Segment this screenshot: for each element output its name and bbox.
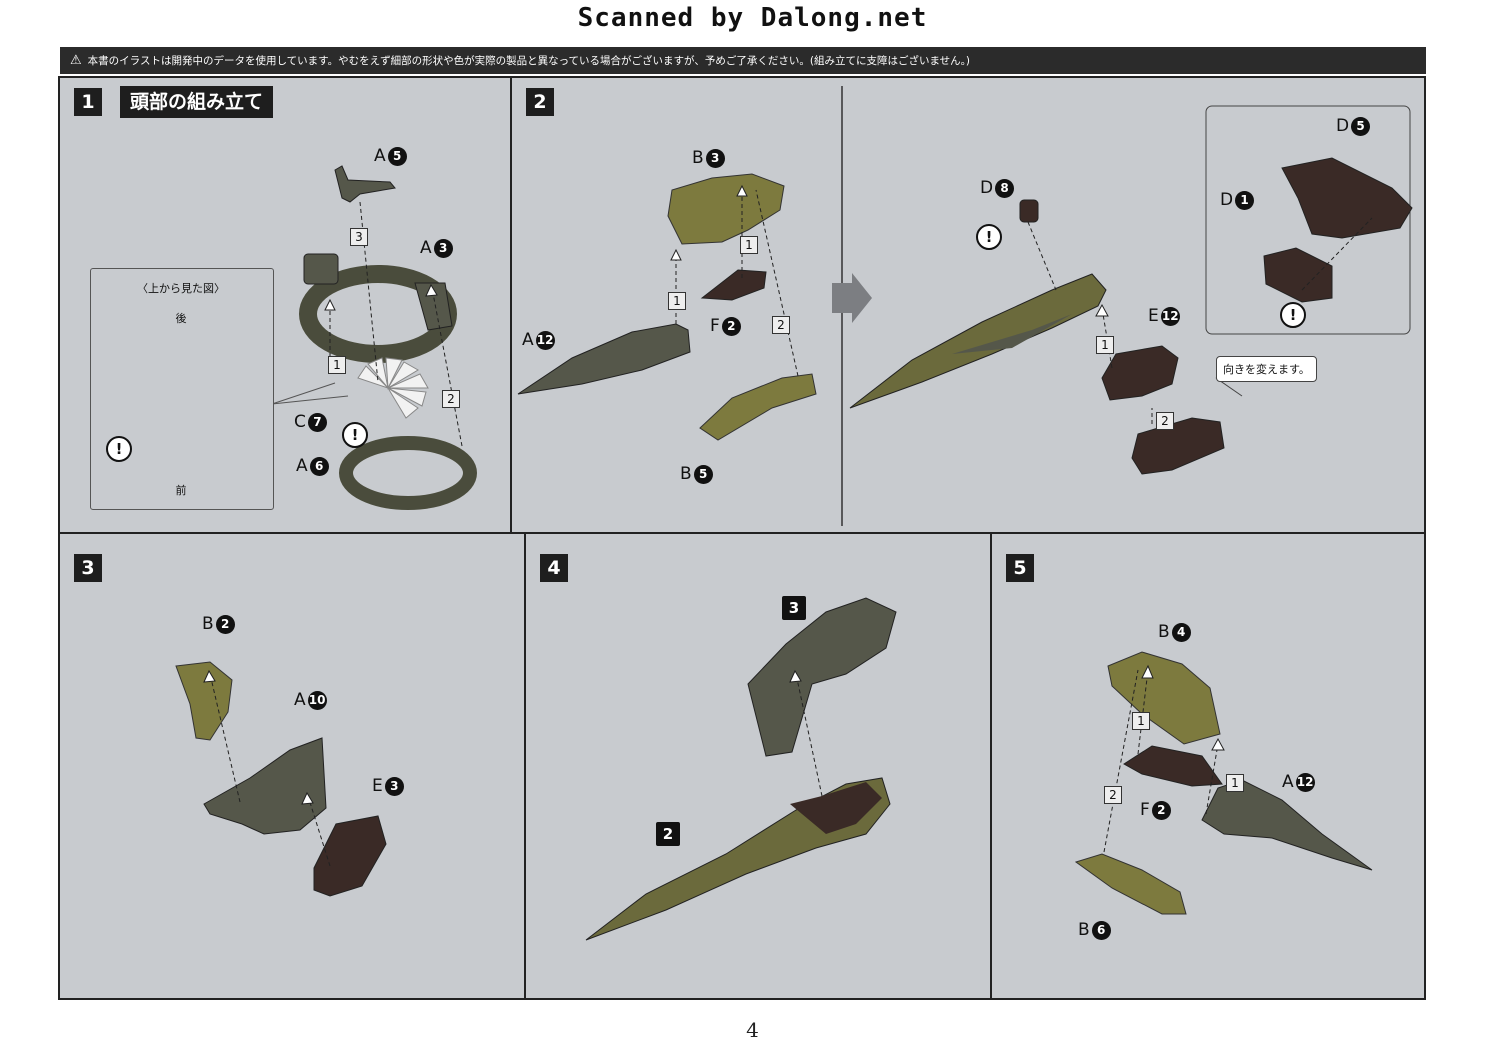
warning-banner: ⚠ 本書のイラストは開発中のデータを使用しています。やむをえず細部の形状や色が実際…: [60, 47, 1426, 74]
callout-title: 〈上から見た図〉: [137, 282, 225, 295]
order-marker: 1: [1132, 712, 1150, 730]
part-5-illustration: [1074, 651, 1373, 915]
orientation-note: 向きを変えます。: [1216, 356, 1317, 382]
caution-icon: !: [1280, 302, 1306, 328]
sub-assembly-label: 3: [780, 596, 806, 620]
page-number: 4: [746, 1018, 759, 1042]
step-number: 4: [540, 554, 568, 582]
tail-assembly-illustration: [517, 86, 1413, 526]
callout-back-label: 後: [175, 312, 187, 325]
section-title: 頭部の組み立て: [120, 86, 274, 118]
order-marker: 2: [772, 316, 790, 334]
order-marker: 1: [740, 236, 758, 254]
caution-icon: !: [976, 224, 1002, 250]
order-marker: 2: [442, 390, 460, 408]
sub-assembly-label: 2: [654, 822, 680, 846]
caution-icon: !: [342, 422, 368, 448]
order-marker: 2: [1104, 786, 1122, 804]
step-number: 3: [74, 554, 102, 582]
order-marker: 2: [1156, 412, 1174, 430]
part-4-illustration: [585, 597, 897, 941]
order-marker: 1: [1096, 336, 1114, 354]
panel-step-1: 1 頭部の組み立て: [58, 76, 512, 534]
part-3-illustration: [175, 661, 387, 897]
order-marker: 1: [328, 356, 346, 374]
step-number: 5: [1006, 554, 1034, 582]
warning-icon: ⚠: [70, 53, 82, 68]
caution-icon: !: [106, 436, 132, 462]
order-marker: 1: [1226, 774, 1244, 792]
top-view-callout: [90, 268, 274, 510]
scan-credit: Scanned by Dalong.net: [577, 3, 928, 33]
callout-front-label: 前: [175, 484, 187, 497]
warning-text: 本書のイラストは開発中のデータを使用しています。やむをえず細部の形状や色が実際の…: [87, 55, 970, 67]
order-marker: 3: [350, 228, 368, 246]
step-number: 2: [526, 88, 554, 116]
panel-step-4: 4 3 2: [524, 532, 992, 1000]
step-number: 1: [74, 88, 102, 116]
order-marker: 1: [668, 292, 686, 310]
